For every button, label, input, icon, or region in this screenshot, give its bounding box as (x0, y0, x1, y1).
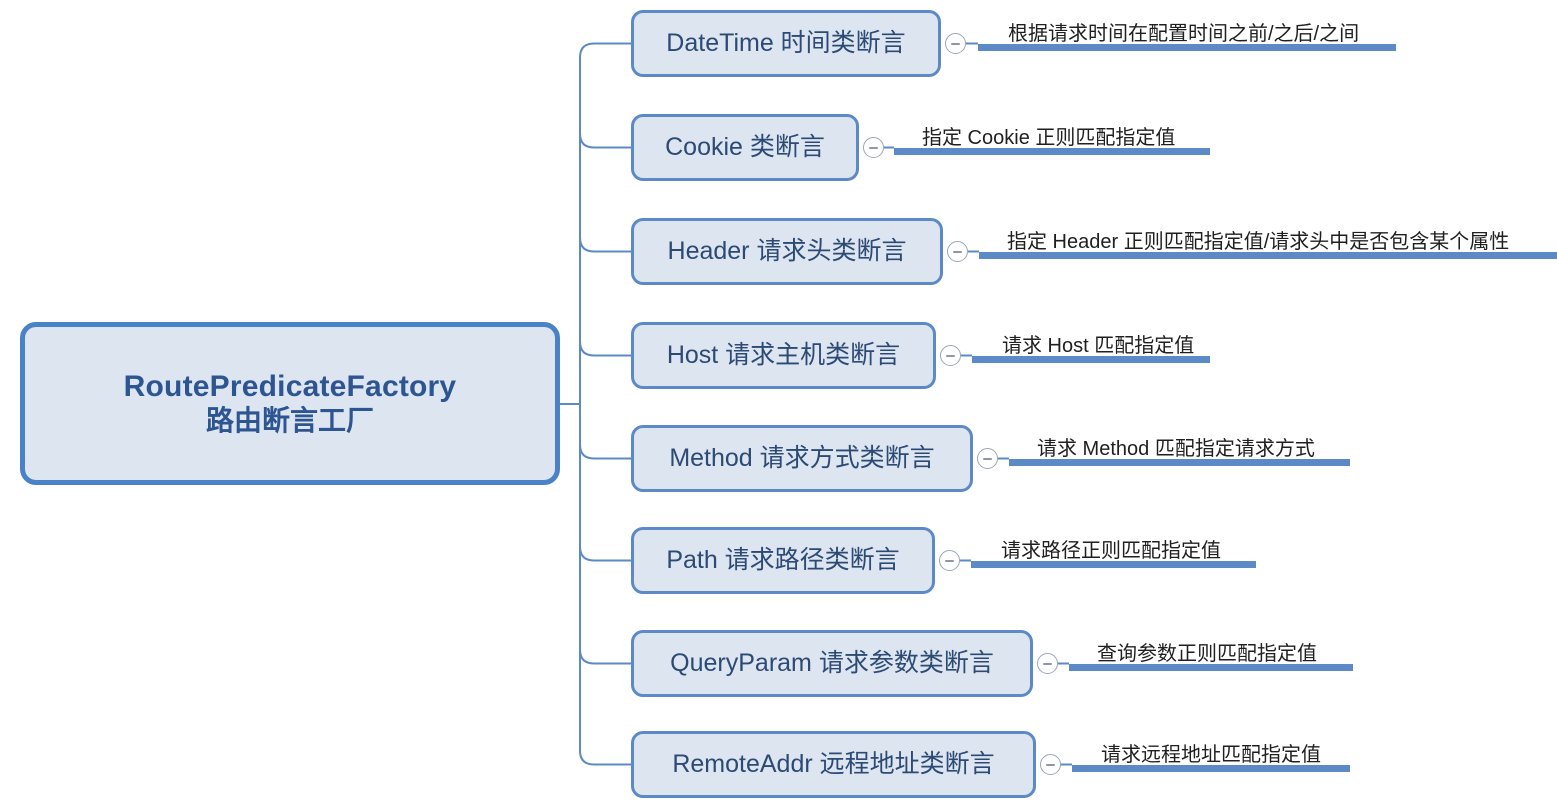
connector-path (580, 342, 631, 356)
minus-glyph (983, 458, 992, 460)
leaf-node-label: 指定 Header 正则匹配指定值/请求头中是否包含某个属性 (1007, 232, 1509, 252)
connector-path (580, 445, 631, 459)
leaf-underline-bar (1069, 664, 1353, 671)
branch-node[interactable]: Path 请求路径类断言 (631, 527, 935, 594)
branch-node-label: DateTime 时间类断言 (666, 31, 905, 56)
branch-node[interactable]: DateTime 时间类断言 (631, 10, 941, 77)
leaf-underline-bar (972, 356, 1210, 363)
connector-path (580, 547, 631, 561)
collapse-minus-icon[interactable] (1037, 653, 1058, 674)
root-title-primary: RoutePredicateFactory (124, 369, 457, 404)
leaf-underline-bar (1009, 459, 1350, 466)
root-node[interactable]: RoutePredicateFactory 路由断言工厂 (20, 322, 560, 485)
leaf-node-label: 请求 Host 匹配指定值 (1002, 336, 1194, 356)
leaf-node[interactable]: 查询参数正则匹配指定值 (1069, 622, 1353, 671)
minus-glyph (1043, 663, 1052, 665)
minus-glyph (1046, 764, 1055, 766)
leaf-underline-bar (979, 252, 1557, 259)
leaf-node[interactable]: 请求远程地址匹配指定值 (1072, 723, 1350, 772)
leaf-underline-bar (894, 148, 1210, 155)
leaf-node[interactable]: 请求 Method 匹配指定请求方式 (1009, 417, 1350, 466)
connector-path (580, 751, 631, 765)
branch-node-label: QueryParam 请求参数类断言 (670, 651, 994, 676)
collapse-minus-icon[interactable] (939, 550, 960, 571)
leaf-node-label: 请求远程地址匹配指定值 (1101, 745, 1321, 765)
branch-node-label: Cookie 类断言 (665, 135, 825, 160)
branch-node-label: Path 请求路径类断言 (666, 548, 899, 573)
connector-path (580, 134, 631, 148)
branch-node[interactable]: RemoteAddr 远程地址类断言 (631, 731, 1036, 798)
branch-node-label: Method 请求方式类断言 (669, 446, 934, 471)
connector-path (580, 238, 631, 252)
minus-glyph (869, 147, 878, 149)
leaf-node[interactable]: 指定 Cookie 正则匹配指定值 (894, 106, 1210, 155)
leaf-node-label: 查询参数正则匹配指定值 (1097, 644, 1317, 664)
leaf-node[interactable]: 请求路径正则匹配指定值 (971, 519, 1256, 568)
branch-node-label: Header 请求头类断言 (668, 239, 907, 264)
leaf-node[interactable]: 请求 Host 匹配指定值 (972, 314, 1210, 363)
collapse-minus-icon[interactable] (940, 345, 961, 366)
connector-path (580, 650, 631, 664)
branch-node-label: RemoteAddr 远程地址类断言 (672, 752, 994, 777)
leaf-node[interactable]: 根据请求时间在配置时间之前/之后/之间 (978, 2, 1396, 51)
collapse-minus-icon[interactable] (1040, 754, 1061, 775)
leaf-node-label: 根据请求时间在配置时间之前/之后/之间 (1008, 24, 1359, 44)
collapse-minus-icon[interactable] (945, 33, 966, 54)
leaf-node-label: 指定 Cookie 正则匹配指定值 (922, 128, 1175, 148)
minus-glyph (945, 560, 954, 562)
branch-node[interactable]: Header 请求头类断言 (631, 218, 943, 285)
leaf-underline-bar (1072, 765, 1350, 772)
leaf-node[interactable]: 指定 Header 正则匹配指定值/请求头中是否包含某个属性 (979, 210, 1557, 259)
leaf-underline-bar (978, 44, 1396, 51)
branch-node[interactable]: Method 请求方式类断言 (631, 425, 973, 492)
minus-glyph (951, 43, 960, 45)
collapse-minus-icon[interactable] (977, 448, 998, 469)
leaf-node-label: 请求路径正则匹配指定值 (1001, 541, 1221, 561)
collapse-minus-icon[interactable] (947, 241, 968, 262)
branch-node-label: Host 请求主机类断言 (667, 343, 900, 368)
leaf-node-label: 请求 Method 匹配指定请求方式 (1037, 439, 1315, 459)
connector-path (580, 44, 631, 58)
minus-glyph (953, 251, 962, 253)
minus-glyph (946, 355, 955, 357)
branch-node[interactable]: Cookie 类断言 (631, 114, 859, 181)
collapse-minus-icon[interactable] (863, 137, 884, 158)
leaf-underline-bar (971, 561, 1256, 568)
branch-node[interactable]: QueryParam 请求参数类断言 (631, 630, 1033, 697)
root-title-secondary: 路由断言工厂 (206, 404, 374, 438)
branch-node[interactable]: Host 请求主机类断言 (631, 322, 936, 389)
